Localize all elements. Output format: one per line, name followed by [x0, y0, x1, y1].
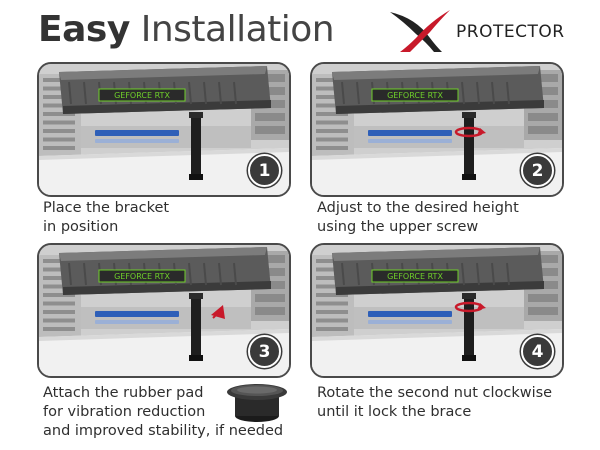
caption-line: and improved stability, if needed	[43, 423, 284, 439]
title-rest: Installation	[140, 9, 335, 50]
step-4-badge: 4	[521, 335, 554, 368]
brand-name: PROTECTOR	[456, 22, 565, 42]
step-1-caption: Place the bracket in position	[43, 199, 169, 237]
protector-x-logo-icon	[390, 10, 450, 52]
title-bold: Easy	[38, 9, 130, 50]
step-4-image: GEFORCE RTX 4	[310, 243, 564, 378]
gpu-install-illustration: GEFORCE RTX	[39, 245, 289, 376]
rubber-pad-icon	[227, 384, 287, 422]
step-1-image: GEFORCE RTX 1	[37, 62, 291, 197]
caption-line: using the upper screw	[317, 219, 479, 235]
step-2-image: GEFORCE RTX 2	[310, 62, 564, 197]
step-3-caption: Attach the rubber pad for vibration redu…	[43, 384, 283, 441]
page-title: Easy Installation	[38, 8, 335, 52]
step-1-badge: 1	[248, 154, 281, 187]
caption-line: Rotate the second nut clockwise	[317, 385, 553, 401]
step-4-caption: Rotate the second nut clockwise until it…	[317, 384, 552, 422]
step-2-badge: 2	[521, 154, 554, 187]
step-2-caption: Adjust to the desired height using the u…	[317, 199, 519, 237]
caption-line: Attach the rubber pad	[43, 385, 204, 401]
caption-line: Place the bracket	[43, 200, 170, 216]
gpu-label: GEFORCE RTX	[114, 91, 170, 100]
gpu-install-illustration: GEFORCE RTX	[312, 64, 562, 195]
caption-line: until it lock the brace	[317, 404, 472, 420]
brand-logo: PROTECTOR	[386, 8, 586, 54]
gpu-install-illustration: GEFORCE RTX	[39, 64, 289, 195]
caption-line: for vibration reduction	[43, 404, 206, 420]
gpu-label: GEFORCE RTX	[114, 272, 170, 281]
caption-line: in position	[43, 219, 119, 235]
step-3-image: GEFORCE RTX 3	[37, 243, 291, 378]
gpu-install-illustration: GEFORCE RTX	[312, 245, 562, 376]
gpu-label: GEFORCE RTX	[387, 272, 443, 281]
caption-line: Adjust to the desired height	[317, 200, 519, 216]
gpu-label: GEFORCE RTX	[387, 91, 443, 100]
step-3-badge: 3	[248, 335, 281, 368]
